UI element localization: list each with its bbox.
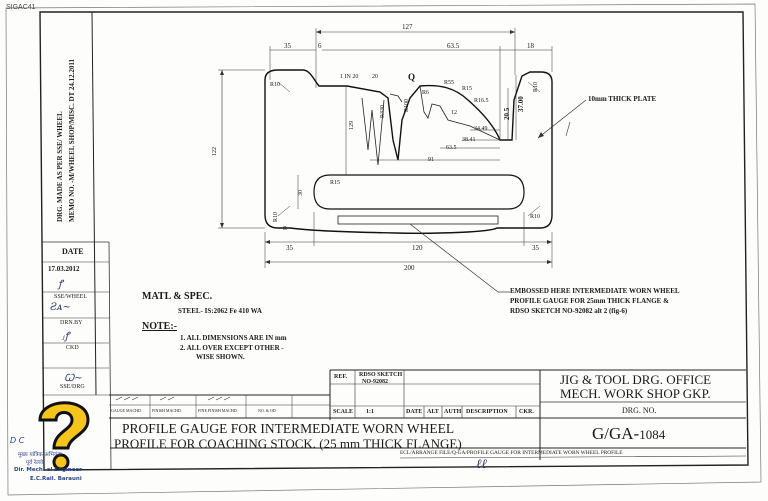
tb-office-line-1: JIG & TOOL DRG. OFFICE (560, 372, 712, 387)
note-1: 1. ALL DIMENSIONS ARE IN mm (180, 334, 287, 342)
dim-63-5-top: 63.5 (447, 42, 460, 50)
tb-auth-label: AUTH (444, 409, 462, 415)
revision-role-drn-by: DRN.BY (60, 320, 83, 326)
stamp-line-2: मुख्य यांत्रिक अभियंता (18, 452, 62, 458)
tb-col-gauge-machd: GAUGE MACHD. (111, 408, 142, 413)
callout-embossed-line-1: EMBOSSED HERE INTERMEDIATE WORN WHEEL (510, 287, 680, 295)
dim-r: R (283, 226, 288, 232)
side-note-line-2: MEMO NO. -M/WHEEL SHOP/MISC. DT 24.12.20… (68, 58, 76, 222)
revision-role-sse-wheel: SSE/WHEEL (54, 294, 87, 300)
dim-12: 12 (451, 110, 457, 116)
tb-file-path: ECL/ARRANGE FILE/Q-GA/PROFILE GAUGE FOR … (400, 450, 623, 456)
dim-r16-5: R16.5 (474, 98, 489, 104)
tb-drg-number-prefix: G/GA- (592, 424, 640, 443)
tb-scale-value: 1:1 (366, 409, 374, 415)
dim-r10-br: R10 (530, 214, 541, 220)
dim-r10-tr: R10 (533, 81, 539, 92)
dim-127: 127 (402, 23, 413, 31)
dim-r10-bl: R10 (273, 211, 279, 222)
stamp-line-5: E.C.Rail. Barauni (30, 476, 82, 482)
signature-bottom: ℓℓ (476, 457, 487, 472)
corner-mark: SIGAC41 (6, 4, 36, 11)
revision-role-sse-drg: SSE/DRG (60, 384, 85, 390)
dim-r15a: R15 (462, 86, 473, 92)
signature-sse-wheel: ꝭ (58, 279, 63, 290)
tb-rdso-label: RDSO SKETCH (359, 372, 403, 378)
note-2-a: 2. ALL OVER EXCEPT OTHER - (180, 344, 284, 352)
tb-title-line-1: PROFILE GAUGE FOR INTERMEDIATE WORN WHEE… (122, 421, 455, 436)
tb-date-label: DATE (406, 409, 423, 415)
dim-200: 200 (404, 264, 415, 272)
dim-r10-tl: R10 (270, 82, 281, 88)
dim-q: Q (408, 72, 416, 82)
signature-ckd: ⱼꝭ (62, 331, 70, 342)
callout-embossed-line-3: RDSO SKETCH NO-92082 alt 2 (fig-6) (510, 307, 628, 315)
dim-20-5: 20.5 (503, 107, 511, 120)
matl-value: STEEL- IS:2062 Fe 410 WA (178, 307, 262, 315)
dim-30: 30 (298, 190, 304, 196)
dim-120: 120 (412, 244, 423, 252)
note-2-b: WISE SHOWN. (196, 353, 245, 361)
dim-35-bottom-left: 35 (286, 244, 293, 252)
revision-date-label: DATE (62, 247, 84, 256)
dim-35-bottom-right: 35 (532, 244, 539, 252)
matl-heading: MATL & SPEC. (142, 291, 213, 302)
signature-sse-drg: Ꞷ~ (64, 373, 83, 384)
tb-title-line-2: PROFILE FOR COACHING STOCK. (25 mm THICK… (114, 436, 462, 451)
dim-6: 6 (318, 42, 322, 50)
stamp-line-4: Dir. Mech. al Engineer (14, 467, 82, 473)
dim-35-top: 35 (284, 42, 291, 50)
stamp-line-1: D C (10, 436, 25, 445)
dim-122: 122 (212, 147, 218, 156)
tb-col-finish-machd: FINISH MACHD. (152, 408, 182, 413)
dim-r55: R55 (444, 80, 455, 86)
callout-plate: 10mm THICK PLATE (588, 95, 657, 103)
dim-r100: R100 (404, 98, 410, 112)
dim-37: 37.00 (517, 96, 525, 112)
side-note-line-1: DRG. MADE AS PER SSE/ WHEEL (56, 111, 64, 222)
notes-heading: NOTE:- (142, 321, 177, 332)
dim-20: 20 (372, 74, 378, 80)
tb-ref-label: REF. (334, 374, 347, 380)
tb-ckd-label: CKR. (519, 409, 534, 415)
revision-date-value: 17.03.2012 (48, 265, 80, 273)
signature-drn-by: Ƨᴀ~ (50, 302, 71, 313)
dim-91: 91 (428, 157, 434, 163)
dim-38-41: 38.41 (462, 137, 476, 143)
tb-alt-label: ALT (427, 409, 439, 415)
tb-drg-number: G/GA-1084 (592, 424, 665, 444)
tb-scale-label: SCALE (333, 409, 354, 415)
dim-34-49: 34.49 (474, 126, 488, 132)
dim-r6: R6 (422, 90, 430, 96)
dim-18: 18 (527, 42, 534, 50)
question-mark-icon (38, 401, 90, 471)
dim-r330: R330 (380, 104, 386, 118)
tb-col-fine-finish-machd: FINE FINISH MACHD. (198, 408, 238, 413)
dim-63-5-mid: 63.5 (446, 145, 457, 151)
tb-rdso-no: NO-92082 (362, 379, 388, 385)
tb-office-line-2: MECH. WORK SHOP GKP. (560, 386, 711, 401)
tb-drg-no-label: DRG. NO. (622, 406, 657, 415)
callout-embossed-line-2: PROFILE GAUGE FOR 25mm THICK FLANGE & (510, 297, 669, 305)
tb-col-no-od: NO. & OD (258, 408, 276, 413)
dim-129: 129 (349, 121, 355, 130)
tb-desc-label: DESCRIPTION (466, 409, 508, 415)
dim-1-in-20: 1 IN 20 (340, 74, 359, 80)
dim-r15b: R15 (330, 180, 341, 186)
tb-drg-number-value: 1084 (639, 427, 666, 442)
stamp-line-3: पूर्व रेलवे (26, 460, 43, 466)
revision-role-ckd: CKD (66, 345, 79, 351)
